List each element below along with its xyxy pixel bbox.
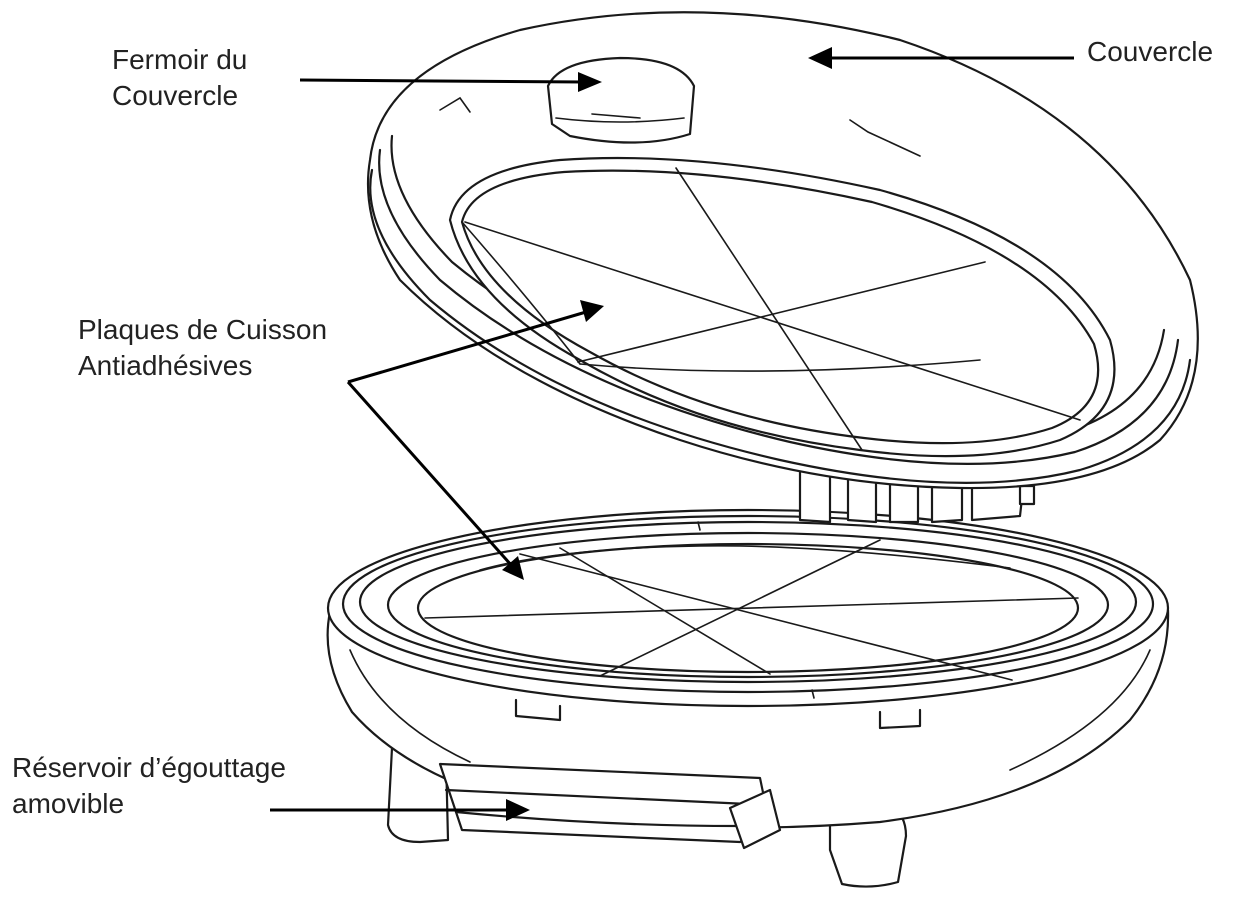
- top-plate-sectors: [461, 167, 1081, 451]
- lid-latch: [546, 56, 696, 144]
- label-drip-tray-line1: Réservoir d’égouttage: [12, 752, 286, 783]
- label-lid: Couvercle: [1087, 34, 1213, 70]
- label-lid-latch: Fermoir du Couvercle: [112, 42, 247, 114]
- base-unit: [326, 508, 1170, 888]
- callout-arrows: [270, 47, 1074, 821]
- label-cooking-plates-line2: Antiadhésives: [78, 350, 253, 381]
- label-cooking-plates: Plaques de Cuisson Antiadhésives: [78, 312, 327, 384]
- label-lid-latch-line1: Fermoir du: [112, 44, 248, 75]
- bottom-plate-sectors: [424, 539, 1079, 681]
- label-drip-tray-line2: amovible: [12, 788, 125, 819]
- lid: [366, 11, 1199, 490]
- label-cooking-plates-line1: Plaques de Cuisson: [78, 314, 328, 345]
- label-drip-tray: Réservoir d’égouttage amovible: [12, 750, 286, 822]
- label-lid-latch-line2: Couvercle: [112, 80, 239, 111]
- drip-tray: [438, 762, 782, 850]
- top-cooking-plate: [448, 156, 1116, 458]
- label-lid-line1: Couvercle: [1087, 36, 1214, 67]
